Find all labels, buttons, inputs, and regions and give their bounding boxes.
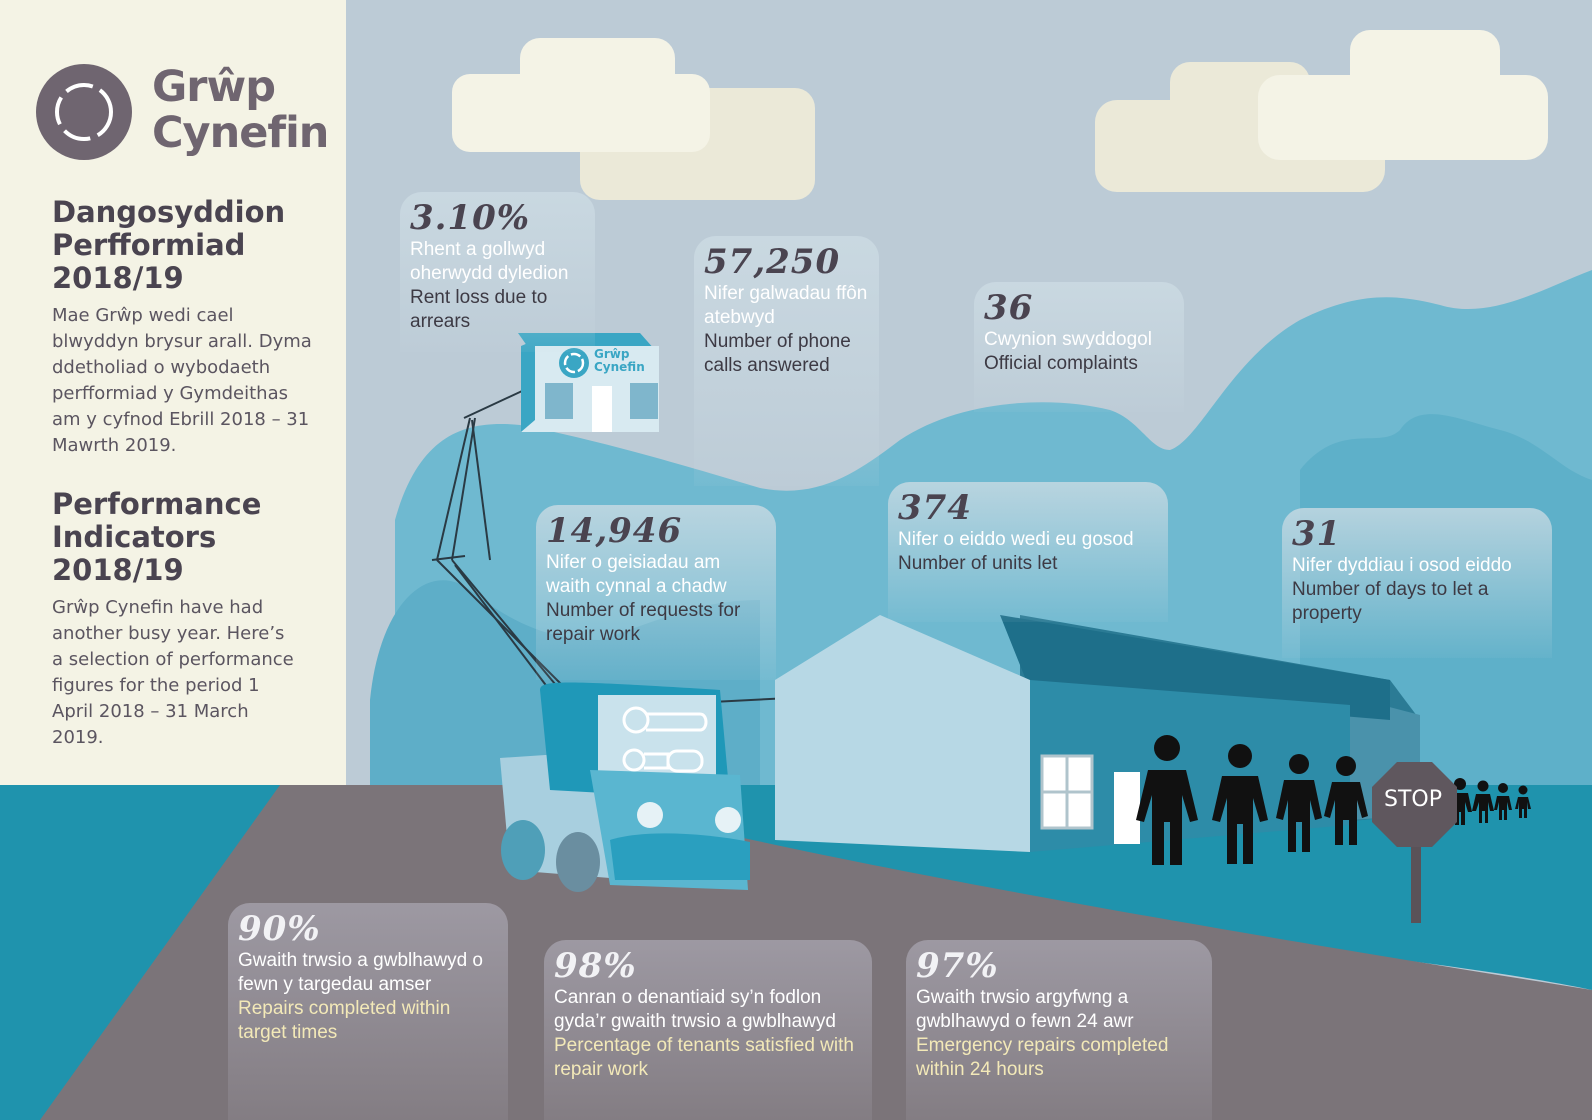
- brand-name: Grŵp Cynefin: [152, 62, 329, 158]
- stat-units-let: 374 Nifer o eiddo wedi eu gosod Number o…: [888, 482, 1168, 622]
- stat-label-welsh: Canran o denantiaid sy’n fodlon gyda’r g…: [554, 987, 836, 1032]
- stat-label-welsh: Gwaith trwsio argyfwng a gwblhawyd o few…: [916, 987, 1134, 1032]
- stat-value: 98%: [554, 946, 637, 986]
- stat-label-welsh: Nifer dyddiau i osod eiddo: [1292, 555, 1512, 576]
- stat-value: 90%: [238, 909, 321, 949]
- stat-label-english: Number of days to let a property: [1292, 579, 1489, 624]
- stat-value: 36: [984, 288, 1034, 328]
- welsh-heading: Dangosyddion Perfformiad 2018/19: [52, 195, 286, 295]
- brand-name-line2: Cynefin: [152, 108, 329, 158]
- stop-sign-icon: [1372, 762, 1457, 923]
- office-building: [518, 333, 659, 432]
- stat-label-welsh: Rhent a gollwyd oherwydd dyledion: [410, 239, 569, 284]
- stat-repair-requests: 14,946 Nifer o geisiadau am waith cynnal…: [536, 505, 776, 680]
- screwdriver-icon: [622, 748, 704, 773]
- office-sign: Grŵp Cynefin: [594, 348, 645, 374]
- office-sign-line1: Grŵp: [594, 347, 630, 361]
- welsh-intro: Mae Grŵp wedi cael blwyddyn brysur arall…: [52, 305, 312, 456]
- english-intro: Grŵp Cynefin have had another busy year.…: [52, 597, 294, 748]
- stat-label-english: Emergency repairs completed within 24 ho…: [916, 1035, 1169, 1080]
- stat-label-english: Number of phone calls answered: [704, 331, 851, 376]
- stat-label-welsh: Nifer galwadau ffôn atebwyd: [704, 283, 868, 328]
- stat-value: 3.10%: [410, 198, 531, 238]
- wrench-icon: [622, 706, 708, 734]
- stat-phone-calls: 57,250 Nifer galwadau ffôn atebwyd Numbe…: [694, 236, 879, 486]
- stat-complaints: 36 Cwynion swyddogol Official complaints: [974, 282, 1184, 412]
- stat-emergency-repairs: 97% Gwaith trwsio argyfwng a gwblhawyd o…: [906, 940, 1212, 1120]
- stat-label-english: Rent loss due to arrears: [410, 287, 548, 332]
- stat-value: 57,250: [704, 242, 841, 282]
- stat-label-welsh: Cwynion swyddogol: [984, 329, 1152, 350]
- stop-sign-label: STOP: [1384, 787, 1442, 812]
- stat-label-english: Official complaints: [984, 353, 1138, 374]
- stat-label-welsh: Gwaith trwsio a gwblhawyd o fewn y targe…: [238, 950, 483, 995]
- english-heading: Performance Indicators 2018/19: [52, 487, 262, 587]
- brand-name-line1: Grŵp: [152, 62, 276, 112]
- stat-value: 97%: [916, 946, 999, 986]
- repair-van: [500, 682, 750, 892]
- stat-tenant-satisfaction: 98% Canran o denantiaid sy’n fodlon gyda…: [544, 940, 872, 1120]
- stat-label-english: Repairs completed within target times: [238, 998, 451, 1043]
- stat-label-welsh: Nifer o geisiadau am waith cynnal a chad…: [546, 552, 727, 597]
- stat-rent-loss: 3.10% Rhent a gollwyd oherwydd dyledion …: [400, 192, 595, 352]
- office-sign-line2: Cynefin: [594, 360, 645, 374]
- stat-value: 374: [898, 488, 972, 528]
- stat-days-to-let: 31 Nifer dyddiau i osod eiddo Number of …: [1282, 508, 1552, 658]
- brand-logo: [36, 64, 132, 160]
- stat-label-english: Number of units let: [898, 553, 1058, 574]
- stat-value: 14,946: [546, 511, 683, 551]
- stat-label-welsh: Nifer o eiddo wedi eu gosod: [898, 529, 1134, 550]
- person-icon: [1136, 735, 1531, 865]
- stat-repairs-target: 90% Gwaith trwsio a gwblhawyd o fewn y t…: [228, 903, 508, 1120]
- stat-value: 31: [1292, 514, 1342, 554]
- stat-label-english: Number of requests for repair work: [546, 600, 741, 645]
- stat-label-english: Percentage of tenants satisfied with rep…: [554, 1035, 854, 1080]
